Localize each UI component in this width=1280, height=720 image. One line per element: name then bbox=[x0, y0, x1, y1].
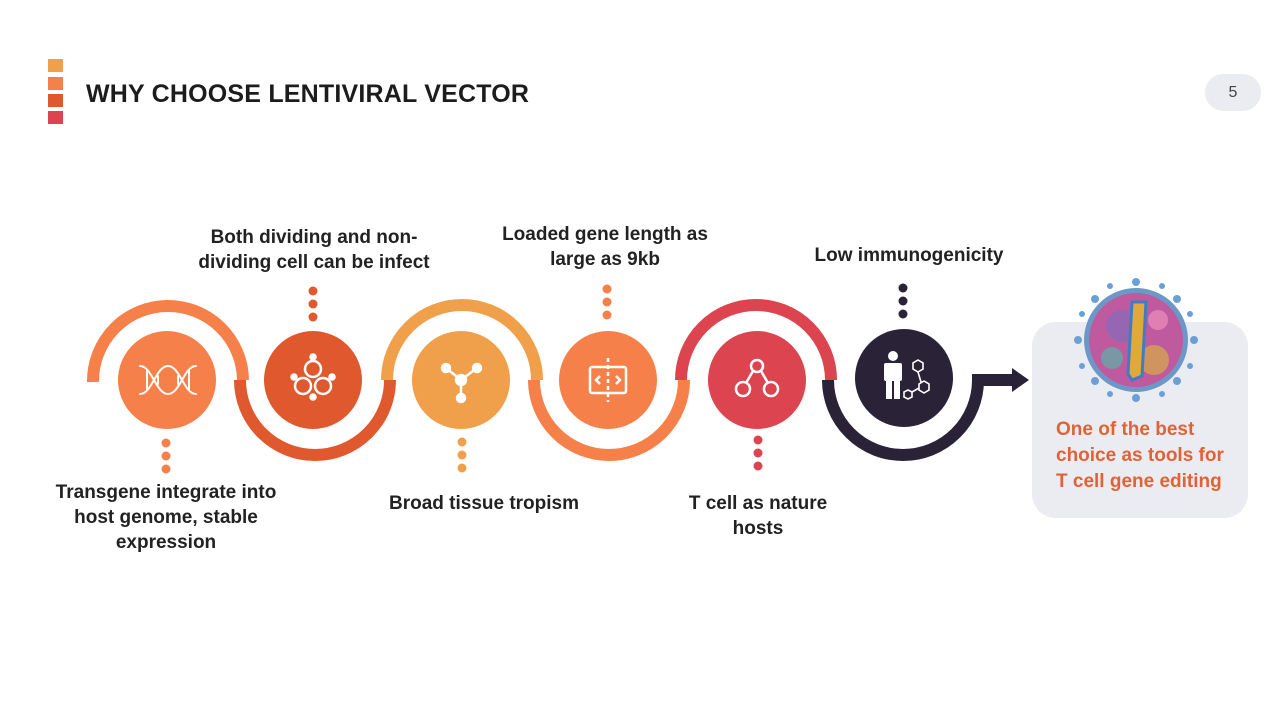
slide-title: WHY CHOOSE LENTIVIRAL VECTOR bbox=[86, 80, 530, 108]
result-text: One of the best choice as tools for T ce… bbox=[1056, 419, 1224, 492]
step-label-5: T cell as nature hosts bbox=[688, 493, 828, 539]
gene-cassette-icon bbox=[588, 358, 628, 402]
wave-segment-2 bbox=[234, 379, 396, 461]
molecule-node-icon bbox=[440, 362, 483, 404]
wave-segment-1 bbox=[86, 300, 249, 383]
step-label-1: Transgene integrate into host genome, st… bbox=[55, 482, 277, 553]
dna-icon bbox=[139, 364, 197, 396]
connector-dots-2 bbox=[308, 286, 318, 322]
page-number-badge: 5 bbox=[1205, 74, 1261, 111]
step-label-6: Low immunogenicity bbox=[814, 245, 1004, 266]
connector-dots-3 bbox=[457, 437, 467, 473]
title-bar-2 bbox=[48, 77, 63, 90]
step-circle-2 bbox=[264, 331, 362, 429]
wave-segment-6 bbox=[822, 379, 984, 461]
step-circle-5 bbox=[708, 331, 806, 429]
step-label-2: Both dividing and non-dividing cell can … bbox=[198, 227, 430, 273]
person-molecule-icon bbox=[884, 351, 930, 400]
title-bar-3 bbox=[48, 94, 63, 107]
title-bar-4 bbox=[48, 111, 63, 124]
wave-segment-5 bbox=[675, 299, 837, 381]
title-bar-1 bbox=[48, 59, 63, 72]
wave-segment-4 bbox=[528, 379, 690, 461]
connector-dots-5 bbox=[753, 435, 763, 471]
step-circle-1 bbox=[118, 331, 216, 429]
connector-dots-1 bbox=[161, 438, 171, 474]
lentivirus-particle-icon bbox=[1074, 278, 1198, 402]
wave-segment-3 bbox=[381, 299, 543, 381]
step-label-3: Broad tissue tropism bbox=[388, 493, 580, 514]
connector-dots-6 bbox=[898, 283, 908, 319]
network-nodes-icon bbox=[734, 358, 780, 398]
connector-dots-4 bbox=[602, 284, 612, 320]
step-circle-6 bbox=[855, 329, 953, 427]
step-label-4: Loaded gene length as large as 9kb bbox=[502, 224, 708, 270]
cell-cluster-icon bbox=[290, 353, 336, 401]
arrow-head-icon bbox=[1012, 368, 1029, 392]
